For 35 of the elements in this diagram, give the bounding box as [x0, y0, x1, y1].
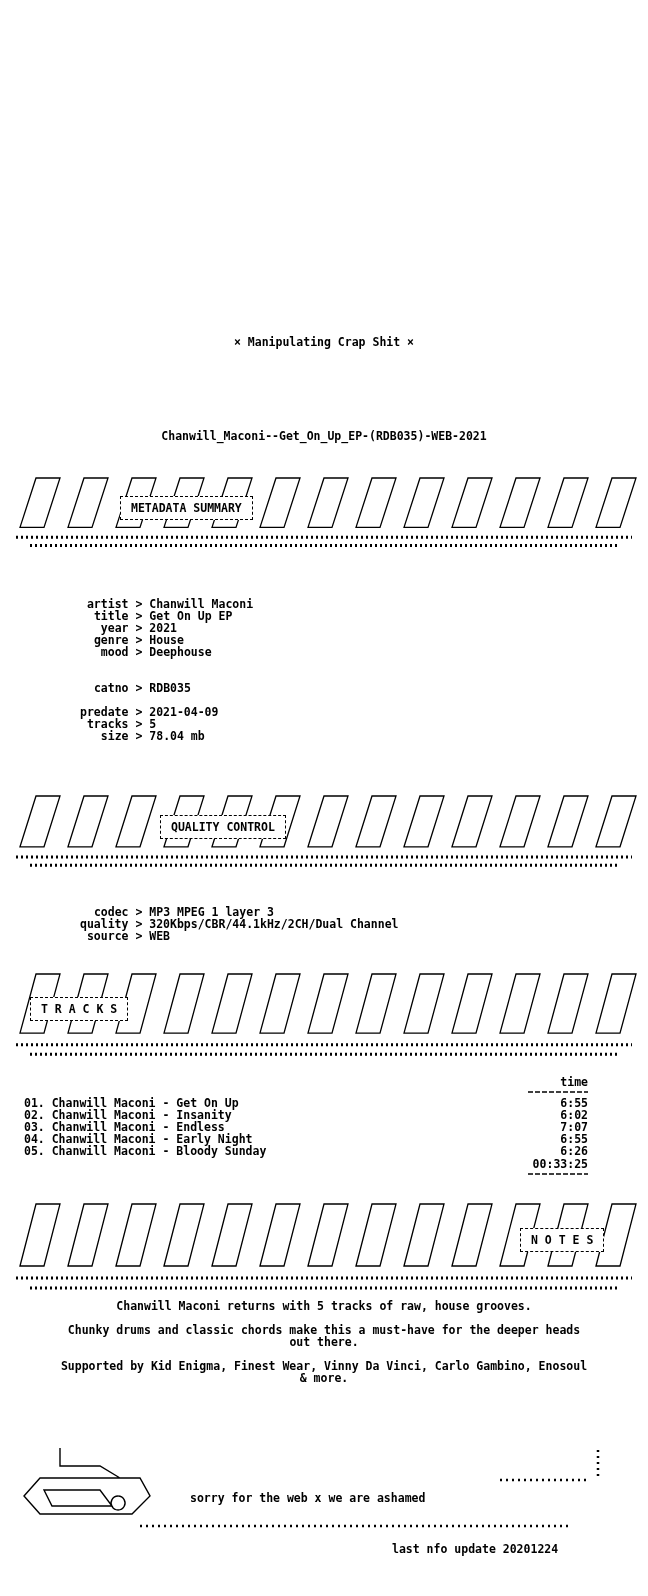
section-heading: METADATA SUMMARY: [120, 496, 253, 521]
track-time: 6:26: [560, 1145, 588, 1157]
section-heading: N O T E S: [520, 1228, 605, 1252]
track-title: 05. Chanwill Maconi - Bloody Sunday: [24, 1145, 267, 1157]
notes-paragraph: Chunky drums and classic chords make this a must-have for the deeper heads out there.: [66, 1324, 582, 1348]
metadata-row: title > Get On Up EP: [93, 610, 233, 622]
section-heading: T R A C K S: [30, 996, 129, 1021]
metadata-row: genre > House: [93, 634, 184, 646]
tagline: × Manipulating Crap Shit ×: [233, 336, 415, 348]
track-title: 01. Chanwill Maconi - Get On Up: [24, 1097, 239, 1109]
metadata-row: catno > RDB035: [93, 682, 191, 694]
metadata-row: tracks > 5: [86, 718, 157, 730]
metadata-row: codec > MP3 MPEG 1 layer 3: [93, 906, 274, 918]
track-title: 03. Chanwill Maconi - Endless: [24, 1121, 225, 1133]
metadata-row: source > WEB: [86, 930, 171, 942]
notes-paragraph: Supported by Kid Enigma, Finest Wear, Vinny Da Vinci, Carlo Gambino, Enosoul & more.: [60, 1360, 588, 1384]
track-time: 6:55: [560, 1133, 588, 1145]
note-text: last nfo update 20201224: [392, 1543, 559, 1555]
metadata-row: quality > 320Kbps/CBR/44.1kHz/2CH/Dual Channel: [80, 918, 399, 930]
metadata-row: artist > Chanwill Maconi: [86, 598, 254, 610]
note-text: sorry for the web x we are ashamed: [190, 1492, 426, 1504]
notes-paragraph: Chanwill Maconi returns with 5 tracks of raw, house grooves.: [115, 1300, 533, 1312]
metadata-row: size > 78.04 mb: [100, 730, 205, 742]
track-title: 02. Chanwill Maconi - Insanity: [24, 1109, 232, 1121]
release-title: Chanwill_Maconi--Get_On_Up_EP-(RDB035)-WEB-2021: [160, 430, 488, 442]
section-heading: QUALITY CONTROL: [160, 814, 286, 839]
track-title: 04. Chanwill Maconi - Early Night: [24, 1133, 253, 1145]
metadata-row: year > 2021: [100, 622, 177, 634]
track-time: 6:02: [560, 1109, 588, 1121]
metadata-row: predate > 2021-04-09: [80, 706, 219, 718]
metadata-row: mood > Deephouse: [100, 646, 212, 658]
track-time: 6:55: [560, 1097, 588, 1109]
total-time: 00:33:25: [532, 1158, 588, 1170]
column-header: time: [560, 1076, 588, 1088]
track-time: 7:07: [560, 1121, 588, 1133]
